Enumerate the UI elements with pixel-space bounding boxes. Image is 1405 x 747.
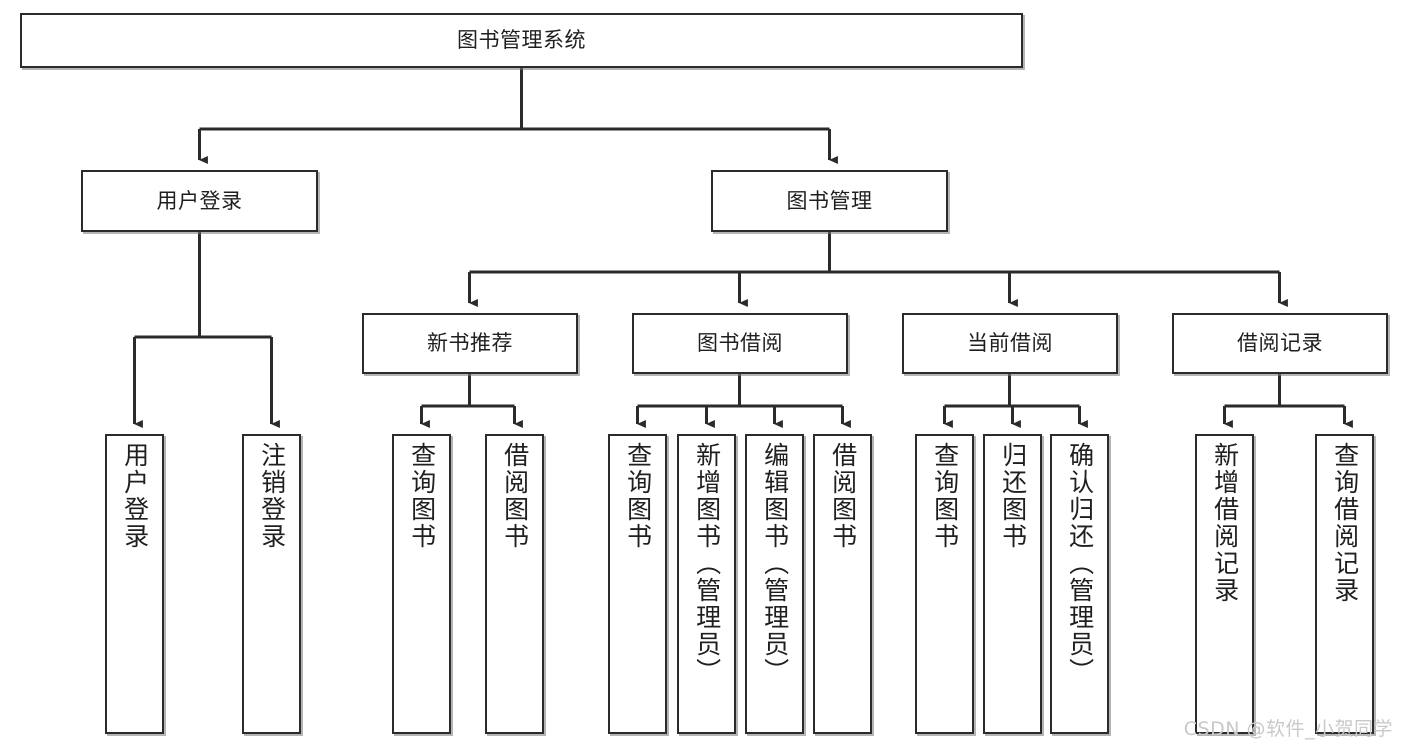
node-label: 借阅图书 (828, 442, 858, 550)
node-label: 图书管理系统 (457, 28, 586, 53)
node-label: 确认归还（管理员） (1065, 442, 1095, 685)
leaf-logout[interactable]: 注销登录 (242, 434, 301, 734)
node-new-book-recommendation[interactable]: 新书推荐 (362, 313, 578, 374)
node-label: 新书推荐 (427, 331, 513, 356)
leaf-user-login[interactable]: 用户登录 (105, 434, 164, 734)
leaf-edit-book-admin[interactable]: 编辑图书（管理员） (745, 434, 804, 734)
node-label: 编辑图书（管理员） (760, 442, 790, 685)
leaf-borrow-books[interactable]: 借阅图书 (813, 434, 872, 734)
node-label: 图书管理 (786, 188, 873, 213)
node-label: 注销登录 (257, 442, 287, 550)
node-label: 新增借阅记录 (1210, 442, 1240, 604)
node-root-book-management-system[interactable]: 图书管理系统 (20, 13, 1023, 68)
leaf-return-books[interactable]: 归还图书 (983, 434, 1042, 734)
node-label: 用户登录 (120, 442, 150, 550)
node-label: 查询图书 (407, 442, 437, 550)
node-borrowing-records[interactable]: 借阅记录 (1172, 313, 1388, 374)
node-book-management[interactable]: 图书管理 (711, 170, 948, 232)
node-label: 借阅图书 (500, 442, 530, 550)
leaf-query-books-current[interactable]: 查询图书 (915, 434, 974, 734)
leaf-borrow-books-newbook[interactable]: 借阅图书 (485, 434, 544, 734)
node-label: 用户登录 (156, 188, 243, 213)
leaf-query-books-borrow[interactable]: 查询图书 (608, 434, 667, 734)
node-book-borrowing[interactable]: 图书借阅 (632, 313, 848, 374)
leaf-query-borrow-record[interactable]: 查询借阅记录 (1315, 434, 1374, 734)
watermark-text: CSDN @软件_小贺同学 (1183, 718, 1393, 740)
leaf-query-books-newbook[interactable]: 查询图书 (392, 434, 451, 734)
node-label: 查询图书 (930, 442, 960, 550)
node-label: 新增图书（管理员） (692, 442, 722, 685)
node-user-login[interactable]: 用户登录 (81, 170, 318, 232)
leaf-add-borrow-record[interactable]: 新增借阅记录 (1195, 434, 1254, 734)
node-current-borrowing[interactable]: 当前借阅 (902, 313, 1118, 374)
node-label: 图书借阅 (697, 331, 783, 356)
node-label: 当前借阅 (967, 331, 1053, 356)
node-label: 借阅记录 (1237, 331, 1323, 356)
node-label: 查询借阅记录 (1330, 442, 1360, 604)
node-label: 归还图书 (998, 442, 1028, 550)
node-label: 查询图书 (623, 442, 653, 550)
leaf-confirm-return-admin[interactable]: 确认归还（管理员） (1050, 434, 1109, 734)
leaf-add-book-admin[interactable]: 新增图书（管理员） (677, 434, 736, 734)
